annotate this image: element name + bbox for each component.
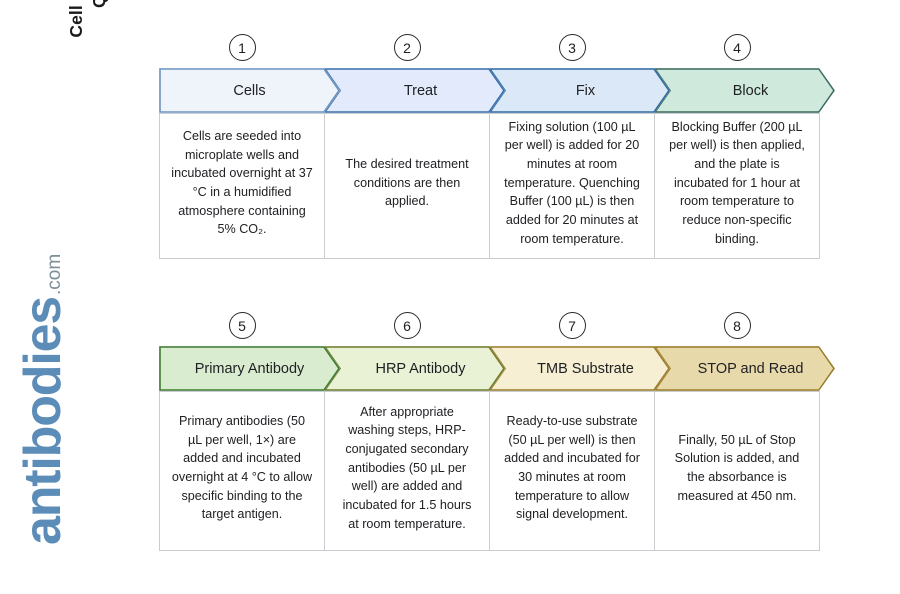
- step-number-1: 1: [228, 34, 256, 61]
- antibodies-logo: antibodies .com: [14, 253, 97, 545]
- step-number-label: 5: [238, 317, 246, 334]
- step-header-4[interactable]: Block: [654, 68, 835, 113]
- step-description-text: Ready-to-use substrate (50 µL per well) …: [504, 414, 640, 522]
- step-number-strip-2: 5 6 7 8: [159, 312, 824, 346]
- step-number-label: 7: [568, 317, 576, 334]
- step-header-2[interactable]: Treat: [324, 68, 505, 113]
- step-number-7: 7: [558, 312, 586, 339]
- step-description-text: The desired treatment conditions are the…: [345, 157, 469, 209]
- step-number-label: 8: [733, 317, 741, 334]
- step-number-2: 2: [393, 34, 421, 61]
- step-header-6[interactable]: HRP Antibody: [324, 346, 505, 391]
- step-header-1[interactable]: Cells: [159, 68, 340, 113]
- step-description-text: Fixing solution (100 µL per well) is add…: [504, 119, 640, 246]
- protocol-row-2: 5 6 7 8 Primary Antibody HRP Antibody TMB Sub…: [159, 312, 840, 551]
- step-number-strip-1: 1 2 3 4: [159, 34, 824, 68]
- step-description-band-1: Cells are seeded into microplate wells a…: [159, 113, 824, 259]
- step-description-cell-7: Ready-to-use substrate (50 µL per well) …: [489, 391, 655, 551]
- protocol-row-1: 1 2 3 4 Cells Treat Fix Block Cells are seeded…: [159, 34, 840, 259]
- step-header-5[interactable]: Primary Antibody: [159, 346, 340, 391]
- step-header-label: Fix: [575, 82, 596, 99]
- step-number-8: 8: [723, 312, 751, 339]
- step-description-text: Finally, 50 µL of Stop Solution is added…: [674, 432, 800, 503]
- step-number-5: 5: [228, 312, 256, 339]
- step-description-cell-2: The desired treatment conditions are the…: [324, 113, 490, 259]
- step-header-3[interactable]: Fix: [489, 68, 670, 113]
- step-number-label: 4: [733, 39, 741, 56]
- logo-tld: .com: [44, 253, 65, 295]
- step-number-label: 3: [568, 39, 576, 56]
- step-description-text: After appropriate washing steps, HRP-con…: [342, 404, 472, 531]
- page-title-line-1: Cell Based ELISA Kits: [65, 0, 88, 38]
- step-header-label: Cells: [233, 82, 266, 99]
- step-number-3: 3: [558, 34, 586, 61]
- step-header-label: TMB Substrate: [537, 360, 634, 377]
- logo-wordmark: antibodies: [14, 296, 72, 545]
- step-description-text: Cells are seeded into microplate wells a…: [171, 129, 313, 237]
- step-description-cell-3: Fixing solution (100 µL per well) is add…: [489, 113, 655, 259]
- step-header-label: STOP and Read: [697, 360, 804, 377]
- step-number-label: 6: [403, 317, 411, 334]
- page-title: Cell Based ELISA Kits Quick Protocol: [58, 0, 118, 80]
- step-description-cell-1: Cells are seeded into microplate wells a…: [159, 113, 325, 259]
- step-number-4: 4: [723, 34, 751, 61]
- step-number-label: 1: [238, 39, 246, 56]
- step-description-cell-4: Blocking Buffer (200 µL per well) is the…: [654, 113, 820, 259]
- step-number-label: 2: [403, 39, 411, 56]
- step-description-band-2: Primary antibodies (50 µL per well, 1×) …: [159, 391, 824, 551]
- page-title-line-2: Quick Protocol: [88, 0, 111, 8]
- chevron-band-2: Primary Antibody HRP Antibody TMB Substrat…: [159, 346, 840, 391]
- step-description-text: Primary antibodies (50 µL per well, 1×) …: [171, 414, 313, 522]
- chevron-band-1: Cells Treat Fix Block: [159, 68, 840, 113]
- step-header-label: Treat: [403, 82, 438, 99]
- step-description-cell-8: Finally, 50 µL of Stop Solution is added…: [654, 391, 820, 551]
- step-header-8[interactable]: STOP and Read: [654, 346, 835, 391]
- step-header-7[interactable]: TMB Substrate: [489, 346, 670, 391]
- step-description-text: Blocking Buffer (200 µL per well) is the…: [669, 119, 805, 246]
- step-header-label: HRP Antibody: [375, 360, 466, 377]
- step-description-cell-5: Primary antibodies (50 µL per well, 1×) …: [159, 391, 325, 551]
- step-header-label: Block: [732, 82, 769, 99]
- step-number-6: 6: [393, 312, 421, 339]
- step-description-cell-6: After appropriate washing steps, HRP-con…: [324, 391, 490, 551]
- step-header-label: Primary Antibody: [194, 360, 305, 377]
